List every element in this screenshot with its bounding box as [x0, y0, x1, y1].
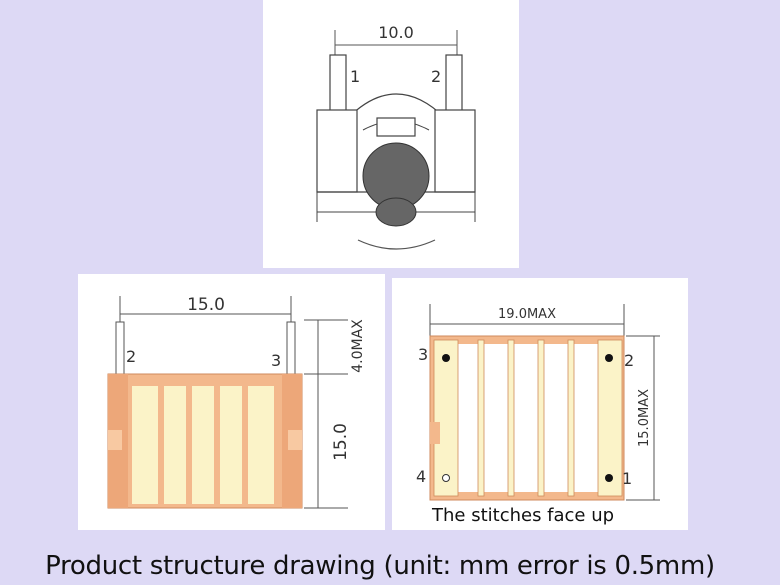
bottom-pin-1-label: 1	[622, 469, 632, 488]
top-pin-2-label: 2	[431, 67, 441, 86]
bottom-view-drawing: 19.0MAX 15.0MAX 3 2 4 1	[416, 304, 660, 501]
bottom-width-label: 19.0MAX	[498, 307, 556, 322]
top-view-panel: 10.0 1 2	[263, 0, 519, 268]
front-view-panel: 15.0 2 3 4.0MAX 15.0	[78, 274, 385, 530]
front-pin-height-label: 4.0MAX	[350, 319, 366, 373]
front-view-drawing: 15.0 2 3 4.0MAX 15.0	[107, 295, 366, 509]
orientation-note: The stitches face up	[432, 505, 615, 526]
front-height-label: 15.0	[331, 423, 351, 461]
bottom-height-label: 15.0MAX	[637, 389, 652, 447]
top-dimension-label: 10.0	[378, 23, 414, 42]
top-pin-1-label: 1	[350, 67, 360, 86]
front-pin-3-label: 3	[271, 351, 281, 370]
bottom-pin-3-label: 3	[418, 345, 428, 364]
bottom-view-panel: 19.0MAX 15.0MAX 3 2 4 1	[392, 278, 688, 530]
bottom-pin-4-label: 4	[416, 467, 426, 486]
front-width-label: 15.0	[187, 295, 225, 315]
bottom-pin-2-label: 2	[624, 351, 634, 370]
figure-caption: Product structure drawing (unit: mm erro…	[45, 551, 715, 581]
top-view-drawing: 10.0 1 2	[316, 23, 476, 250]
front-pin-2-label: 2	[126, 347, 136, 366]
